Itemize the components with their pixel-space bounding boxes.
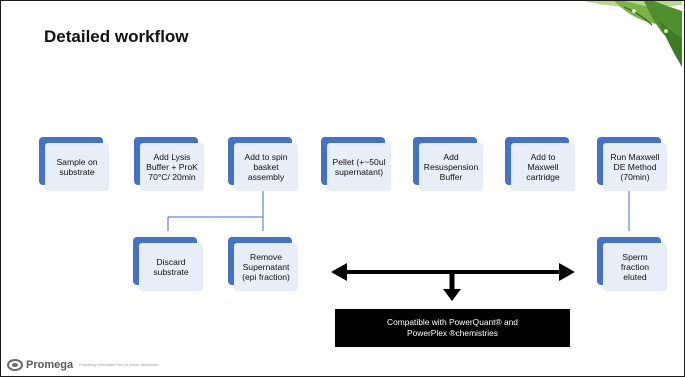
step-box: Pellet (+~50ul supernatant): [321, 137, 391, 191]
step-label: Pellet (+~50ul supernatant): [327, 143, 391, 191]
sub-step-box: Remove Supernatant (epi fraction): [228, 237, 298, 291]
step-box: Add to Maxwell cartridge: [505, 137, 575, 191]
down-arrow: [443, 274, 461, 301]
step-label: Add Lysis Buffer + ProK 70°C/ 20min: [140, 143, 204, 191]
double-arrow: [331, 263, 575, 281]
step-label: Add Resuspension Buffer: [419, 143, 483, 191]
step-label: Add to spin basket assembly: [234, 143, 298, 191]
promega-logo-text: Promega: [26, 359, 74, 371]
step-box: Add Lysis Buffer + ProK 70°C/ 20min: [134, 137, 204, 191]
sub-step-label: Sperm fraction eluted: [603, 243, 667, 291]
sub-step-label: Discard substrate: [139, 243, 203, 291]
step-label: Run Maxwell DE Method (70min): [603, 143, 667, 191]
step-connector: [167, 191, 630, 231]
step-box: Sample on substrate: [39, 137, 109, 191]
leaves-decoration-icon: [584, 1, 682, 67]
sub-step-box: Discard substrate: [133, 237, 203, 291]
step-box: Run Maxwell DE Method (70min): [597, 137, 667, 191]
sub-step-box: Sperm fraction eluted: [597, 237, 667, 291]
sub-step-label: Remove Supernatant (epi fraction): [234, 243, 298, 291]
footer: Promega Proprietary information. Not for…: [7, 359, 159, 371]
step-box: Add Resuspension Buffer: [413, 137, 483, 191]
step-label: Add to Maxwell cartridge: [511, 143, 575, 191]
step-label: Sample on substrate: [45, 143, 109, 191]
slide-title: Detailed workflow: [44, 27, 189, 46]
step-box: Add to spin basket assembly: [228, 137, 298, 191]
footer-disclaimer: Proprietary information. Not for further…: [79, 363, 159, 367]
compatibility-note: Compatible with PowerQuant® and PowerPle…: [335, 309, 570, 347]
promega-logo-icon: [7, 359, 23, 371]
